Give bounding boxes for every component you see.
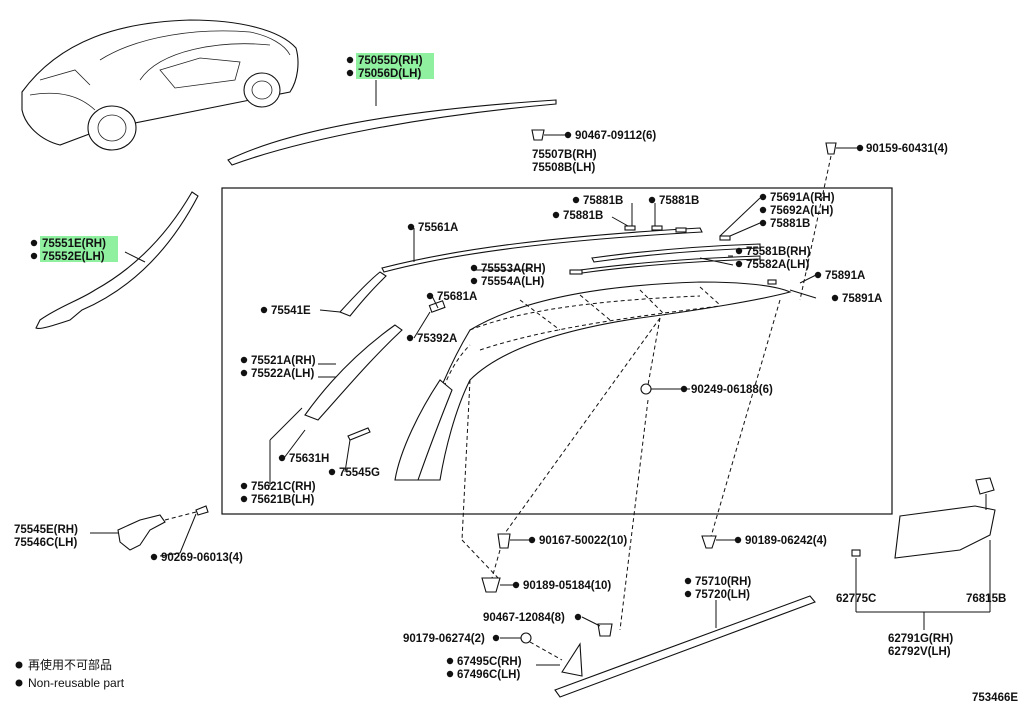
- clip-90467-12084: [581, 616, 613, 637]
- label-75881B-b: 75881B: [659, 195, 699, 207]
- label-62791G: 62791G(RH): [888, 633, 953, 645]
- label-67496C: 67496C(LH): [457, 669, 520, 681]
- highlight-75055D: [356, 53, 434, 66]
- label-75551E: 75551E(RH): [42, 238, 106, 250]
- label-75521A: 75521A(RH): [251, 355, 316, 367]
- clip-90159-60431: [799, 142, 864, 301]
- label-75392A: 75392A: [417, 333, 457, 345]
- label-75581B: 75581B(RH): [746, 246, 811, 258]
- label-90189-05184: 90189-05184(10): [523, 580, 611, 592]
- label-75881B-c: 75881B: [563, 210, 603, 222]
- label-75681A: 75681A: [437, 291, 477, 303]
- legend: 再使用不可部品 Non-reusable part: [15, 657, 125, 690]
- rocker-moulding-75710: [554, 595, 816, 698]
- label-75710: 75710(RH): [695, 576, 751, 588]
- pillar-moulding-left: [35, 191, 199, 329]
- label-75881B-a: 75881B: [583, 195, 623, 207]
- legend-line-ja: 再使用不可部品: [28, 657, 112, 672]
- diagram-id: 753466E: [972, 692, 1018, 704]
- label-75508B: 75508B(LH): [532, 162, 595, 174]
- label-75545E: 75545E(RH): [14, 524, 78, 536]
- label-90467-09112: 90467-09112(6): [575, 130, 656, 142]
- label-75621C: 75621C(RH): [251, 481, 316, 493]
- clip-90167-50022: [497, 533, 530, 549]
- roof-moulding-top: [227, 56, 557, 166]
- roof-rails: [319, 225, 777, 317]
- label-75692A: 75692A(LH): [770, 205, 833, 217]
- label-90249-06188: 90249-06188(6): [691, 384, 773, 396]
- label-90189-06242: 90189-06242(4): [745, 535, 827, 547]
- label-75891A-a: 75891A: [825, 270, 865, 282]
- detail-box: [221, 187, 893, 515]
- clip-90467-09112: [531, 129, 572, 141]
- label-90167-50022: 90167-50022(10): [539, 535, 627, 547]
- label-75553A: 75553A(RH): [481, 263, 546, 275]
- label-62775C: 62775C: [836, 593, 876, 605]
- nut-90179: [500, 632, 583, 677]
- label-90179-06274: 90179-06274(2): [403, 633, 485, 645]
- label-75881B-d: 75881B: [770, 218, 810, 230]
- clip-90189-06242: [701, 535, 736, 549]
- bracket-75545E: [90, 505, 209, 557]
- roof-structure: [394, 281, 792, 631]
- highlight-75056D: [356, 66, 434, 79]
- quarter-panel-62791G: [851, 477, 996, 630]
- label-67495C: 67495C(RH): [457, 656, 522, 668]
- label-75631H: 75631H: [289, 453, 329, 465]
- label-90467-12084: 90467-12084(8): [483, 612, 565, 624]
- label-75055D: 75055D(RH): [358, 55, 423, 67]
- label-75552E: 75552E(LH): [42, 251, 105, 263]
- highlight-75551E: [40, 236, 118, 249]
- highlight-75552E: [40, 249, 118, 262]
- label-90269-06013: 90269-06013(4): [161, 552, 243, 564]
- pillar-garnish-75521A: [304, 324, 652, 441]
- label-75720: 75720(LH): [695, 589, 750, 601]
- label-75545G: 75545G: [339, 467, 380, 479]
- label-75561A: 75561A: [418, 222, 458, 234]
- label-75554A: 75554A(LH): [481, 276, 544, 288]
- label-75582A: 75582A(LH): [746, 259, 809, 271]
- label-75546C: 75546C(LH): [14, 537, 77, 549]
- leader-lines: [269, 197, 817, 486]
- label-75691A: 75691A(RH): [770, 192, 835, 204]
- label-75891A-b: 75891A: [842, 293, 882, 305]
- label-90159-60431: 90159-60431(4): [866, 143, 948, 155]
- label-76815B: 76815B: [966, 593, 1006, 605]
- label-75541E: 75541E: [271, 305, 311, 317]
- label-75507B: 75507B(RH): [532, 149, 597, 161]
- label-75522A: 75522A(LH): [251, 368, 314, 380]
- label-75056D: 75056D(LH): [358, 68, 421, 80]
- clip-90189-05184: [481, 549, 514, 593]
- car-illustration: [21, 19, 299, 151]
- label-62792V: 62792V(LH): [888, 646, 951, 658]
- label-75621B: 75621B(LH): [251, 494, 314, 506]
- legend-line-en: Non-reusable part: [28, 676, 125, 690]
